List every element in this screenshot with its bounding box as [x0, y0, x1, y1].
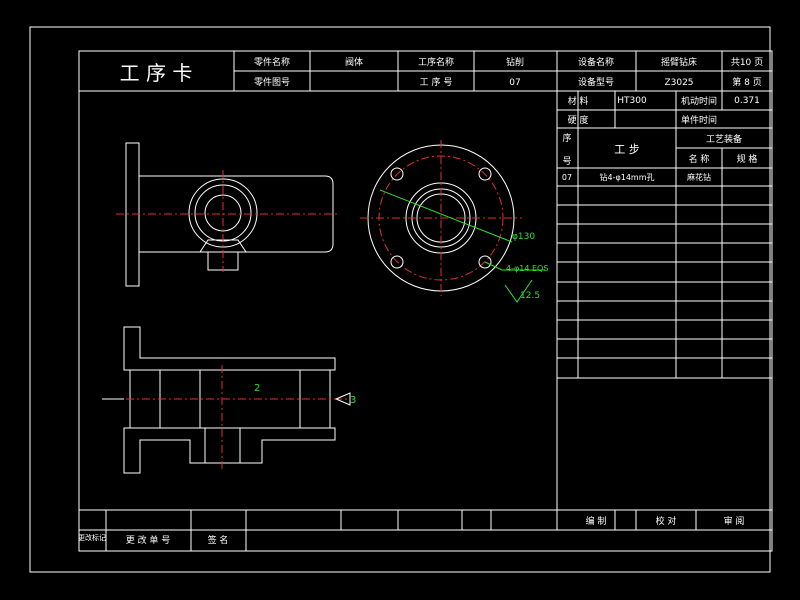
material-value: HT300: [617, 96, 647, 106]
seq-label-bottom: 号: [562, 156, 571, 167]
hardness-label: 硬 度: [568, 114, 589, 126]
step-row-tool: 麻花钻: [687, 172, 711, 182]
holes-dimension: 4-φ14 EQS: [506, 264, 548, 273]
front-view: [360, 140, 545, 303]
compiled-label: 编 制: [586, 515, 607, 527]
proofread-label: 校 对: [656, 515, 677, 527]
tool-name-label: 名 称: [689, 153, 710, 165]
change-mark-label: 更改标记: [78, 533, 106, 542]
part-no-label: 零件图号: [254, 76, 290, 88]
material-label: 材 料: [568, 95, 589, 107]
equip-name-value: 摇臂钻床: [661, 56, 697, 68]
signature-label: 签 名: [208, 534, 229, 546]
change-no-label: 更 改 单 号: [126, 534, 171, 546]
op-no-value: 07: [509, 78, 520, 88]
step-row-description: 钻4-φ14mm孔: [599, 172, 654, 182]
step-row-seq: 07: [562, 173, 572, 182]
header-grid: [79, 51, 772, 92]
diameter-dimension: φ130: [512, 232, 535, 242]
page-number: 第 8 页: [732, 76, 761, 88]
footer-grid: [79, 509, 772, 551]
tool-spec-label: 规 格: [737, 153, 758, 165]
equip-model-value: Z3025: [664, 78, 693, 88]
unit-time-label: 单件时间: [681, 114, 717, 126]
reviewed-label: 审 阅: [724, 515, 745, 527]
part-name-value: 阀体: [345, 56, 363, 68]
op-name-label: 工序名称: [418, 56, 454, 68]
outer-border: [29, 26, 771, 573]
machine-time-value: 0.371: [734, 96, 760, 106]
roughness-value: 12.5: [520, 291, 540, 301]
total-pages: 共10 页: [731, 57, 763, 68]
op-name-value: 钻削: [506, 56, 524, 68]
step-label: 工 步: [614, 143, 640, 156]
card-title: 工 序 卡: [120, 61, 193, 85]
equip-label: 工艺装备: [706, 133, 742, 145]
label-3: 3: [350, 395, 356, 406]
label-2: 2: [254, 383, 260, 394]
part-name-label: 零件名称: [254, 56, 290, 68]
right-panel-grid: [556, 91, 772, 510]
equip-model-label: 设备型号: [578, 76, 614, 88]
op-no-label: 工 序 号: [420, 76, 453, 88]
section-view: [102, 326, 351, 474]
machine-time-label: 机动时间: [681, 95, 717, 107]
side-view: [116, 142, 340, 287]
equip-name-label: 设备名称: [578, 56, 614, 68]
seq-label-top: 序: [562, 132, 571, 144]
